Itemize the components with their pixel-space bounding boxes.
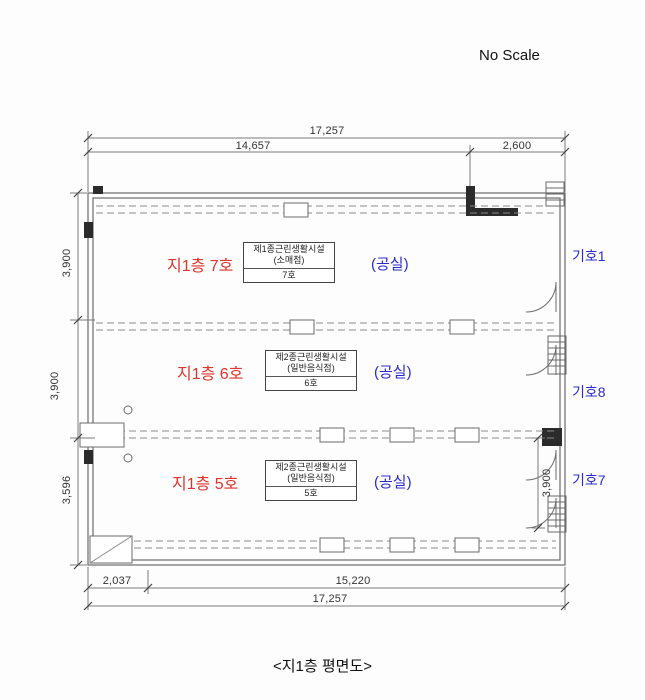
wall-accents — [84, 186, 562, 464]
unit-no-6: 6호 — [266, 375, 356, 389]
unit-name-7: 지1층 7호 — [167, 258, 234, 275]
dim-left-lower: 3,596 — [61, 475, 73, 505]
use-detail-5: (일반음식점) — [287, 473, 335, 484]
dim-left-middle: 3,900 — [49, 371, 61, 401]
status-5: (공실) — [374, 474, 412, 491]
marker-giho7: 기호7 — [572, 472, 606, 488]
use-box-7: 제1종근린생활시설 (소매점) 7호 — [243, 242, 335, 283]
door-swings — [525, 281, 557, 529]
dashed-service-lines — [96, 205, 556, 549]
dim-right-lower: 3,900 — [541, 468, 553, 498]
use-type-7: 제1종근린생활시설 — [253, 244, 325, 254]
use-type-6: 제2종근린생활시설 — [275, 352, 347, 362]
use-box-6: 제2종근린생활시설 (일반음식점) 6호 — [265, 350, 357, 391]
use-type-5: 제2종근린생활시설 — [275, 462, 347, 472]
dim-bottom-main: 15,220 — [335, 575, 371, 587]
shaft-diagonal — [89, 535, 133, 564]
no-scale-note: No Scale — [479, 47, 540, 64]
use-detail-6: (일반음식점) — [287, 363, 335, 374]
unit-no-7: 7호 — [244, 267, 334, 281]
dimension-lines — [70, 131, 566, 610]
unit-name-5: 지1층 5호 — [172, 476, 239, 493]
dim-top-main: 14,657 — [235, 140, 271, 152]
outer-walls — [87, 192, 566, 566]
status-6: (공실) — [374, 364, 412, 381]
dim-top-right: 2,600 — [502, 140, 532, 152]
dim-bottom-left: 2,037 — [102, 575, 132, 587]
dim-top-total: 17,257 — [309, 125, 345, 137]
wall-symbols — [123, 405, 133, 463]
marker-giho8: 기호8 — [572, 384, 606, 400]
drawing-caption: <지1층 평면도> — [272, 658, 373, 675]
dimension-ticks — [73, 133, 570, 611]
status-7: (공실) — [371, 256, 409, 273]
marker-giho1: 기호1 — [572, 248, 606, 264]
dim-left-upper: 3,900 — [61, 248, 73, 278]
stair-hatches — [545, 181, 567, 533]
use-box-5: 제2종근린생활시설 (일반음식점) 5호 — [265, 460, 357, 501]
use-detail-7: (소매점) — [273, 255, 305, 266]
dim-bottom-total: 17,257 — [312, 593, 348, 605]
unit-name-6: 지1층 6호 — [177, 366, 244, 383]
unit-no-5: 5호 — [266, 485, 356, 499]
